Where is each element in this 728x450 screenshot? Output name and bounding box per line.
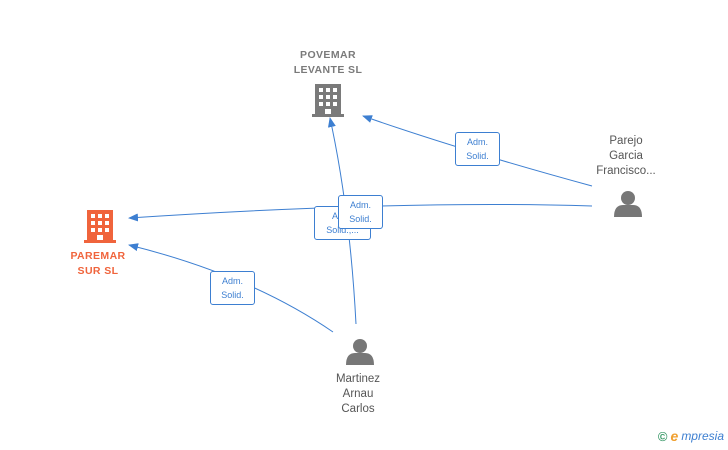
copyright-icon: © (657, 428, 668, 444)
company-label-povemar[interactable]: POVEMAR LEVANTE SL (293, 49, 363, 76)
person-icon-parejo[interactable] (614, 191, 642, 217)
relation-badge-martinez-povemar[interactable]: Adm. Solid. (338, 195, 383, 229)
brand-logo-initial: e (670, 428, 679, 444)
relation-role-detail: Solid. (221, 290, 244, 300)
building-icon-povemar[interactable] (312, 84, 344, 117)
relation-badge-martinez-paremar[interactable]: Adm. Solid. (210, 271, 255, 305)
building-icon-paremar[interactable] (84, 210, 116, 243)
brand-logo-text: mpresia (681, 429, 724, 443)
company-label-paremar[interactable]: PAREMAR SUR SL (70, 250, 126, 277)
relation-role-detail: Solid.,... (326, 225, 359, 235)
relation-badge-parejo-povemar[interactable]: Adm. Solid. (455, 132, 500, 166)
person-label-parejo[interactable]: Parejo Garcia Francisco... (596, 135, 656, 177)
relation-role: Adm. (466, 137, 488, 147)
relation-role-detail: Solid. (466, 151, 489, 161)
person-label-martinez[interactable]: Martinez Arnau Carlos (335, 373, 381, 415)
relation-role: Adm. (221, 276, 243, 286)
relation-role-detail: Solid. (349, 214, 372, 224)
person-icon-martinez[interactable] (346, 339, 374, 365)
relation-role: Adm. (349, 200, 371, 210)
